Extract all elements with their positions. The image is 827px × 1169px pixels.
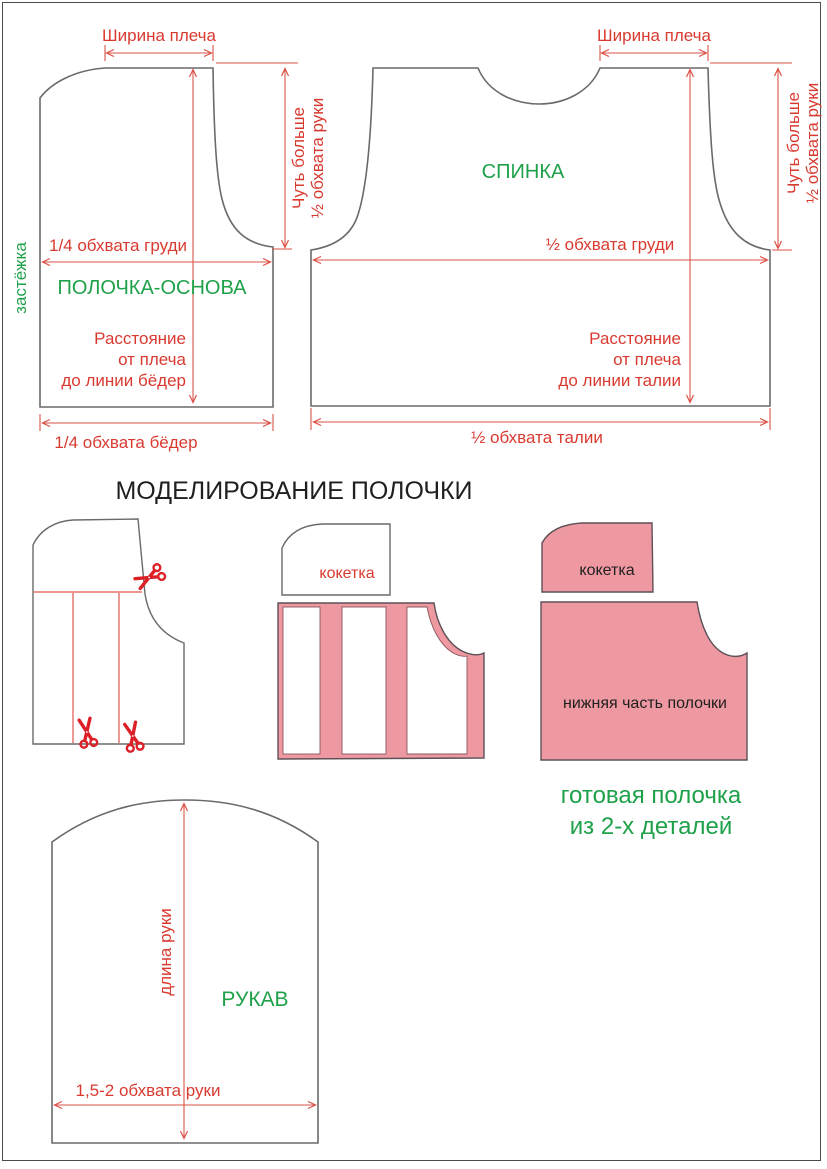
front-hips-label: 1/4 обхвата бёдер (54, 433, 198, 452)
back-chest-label: ½ обхвата груди (545, 235, 675, 254)
back-shoulder-width-label: Ширина плеча (597, 26, 711, 45)
back-waist-label: ½ обхвата талии (471, 428, 603, 447)
front-piece-title: ПОЛОЧКА-ОСНОВА (57, 277, 247, 299)
back-pattern-outline (310, 67, 771, 407)
front-armhole-depth-label-line2: ½ обхвата руки (307, 97, 327, 219)
back-length-label: Расстояние от плеча до линии талии (558, 329, 681, 390)
lower-part-label: нижняя часть полочки (563, 695, 727, 712)
back-armhole-depth-label-line1: Чуть больше (783, 92, 803, 194)
front-length-label: Расстояние от плеча до линии бёдер (61, 329, 186, 390)
back-armhole-depth-label-line2: ½ обхвата руки (802, 82, 822, 204)
front-chest-label: 1/4 обхвата груди (49, 236, 187, 255)
finished-lower-piece (540, 601, 748, 761)
sleeve-arm-length-label: длина руки (155, 908, 175, 996)
sleeve-piece-title: РУКАВ (221, 988, 289, 1011)
front-shoulder-width-label: Ширина плеча (102, 26, 216, 45)
back-piece-title: СПИНКА (481, 161, 565, 183)
modeling-step2-yoke (281, 523, 391, 596)
finished-front-caption: готовая полочка из 2-х деталей (560, 782, 742, 840)
finished-yoke-piece (541, 522, 654, 593)
front-pattern-outline (39, 67, 274, 408)
spread-strips (282, 606, 468, 755)
yoke-label-step3: кокетка (579, 562, 635, 579)
front-armhole-depth-label-line1: Чуть больше (288, 107, 308, 209)
modeling-section-title: МОДЕЛИРОВАНИЕ ПОЛОЧКИ (115, 477, 473, 505)
sleeve-width-label: 1,5-2 обхвата руки (75, 1081, 221, 1100)
yoke-label-step2: кокетка (319, 565, 375, 582)
dimension-lines (39, 45, 792, 1138)
slash-lines (34, 591, 142, 743)
fastener-label: застёжка (10, 242, 30, 314)
modeling-step1-outline (32, 518, 185, 745)
